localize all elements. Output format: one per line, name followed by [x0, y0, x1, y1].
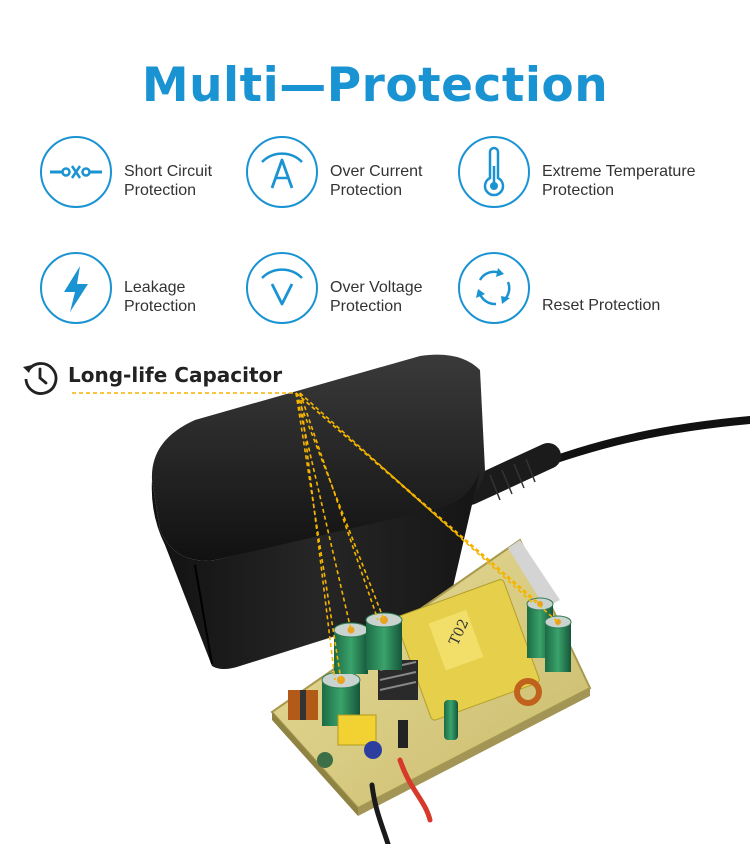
short-circuit-icon: [40, 136, 112, 208]
feature-label: Reset Protection: [542, 297, 661, 314]
clock-history-icon: [23, 362, 58, 395]
page-title: Multi—Protection: [141, 58, 609, 113]
capacitor: [365, 612, 403, 670]
varistor: [317, 752, 333, 768]
diode: [398, 720, 408, 748]
x-capacitor: [337, 714, 377, 746]
over-current-icon: [246, 136, 318, 208]
reset-icon: [458, 252, 530, 324]
over-voltage-icon: [246, 252, 318, 324]
capacitor: [544, 615, 572, 672]
capacitor: [333, 622, 369, 674]
red-wire: [397, 757, 433, 823]
adapter-top: [151, 354, 485, 561]
thermometer-icon: [458, 136, 530, 208]
toroid-coil: [514, 678, 542, 706]
black-wire: [369, 782, 391, 844]
capacitor-label: Long-life Capacitor: [68, 363, 283, 387]
adapter-front: [151, 470, 480, 669]
power-adapter-illustration: T02: [72, 354, 750, 844]
ceramic-capacitor: [364, 741, 382, 759]
lightning-icon: [40, 252, 112, 324]
callout-lines: [72, 392, 559, 681]
capacitor: [444, 700, 458, 740]
strain-relief: [457, 443, 561, 505]
